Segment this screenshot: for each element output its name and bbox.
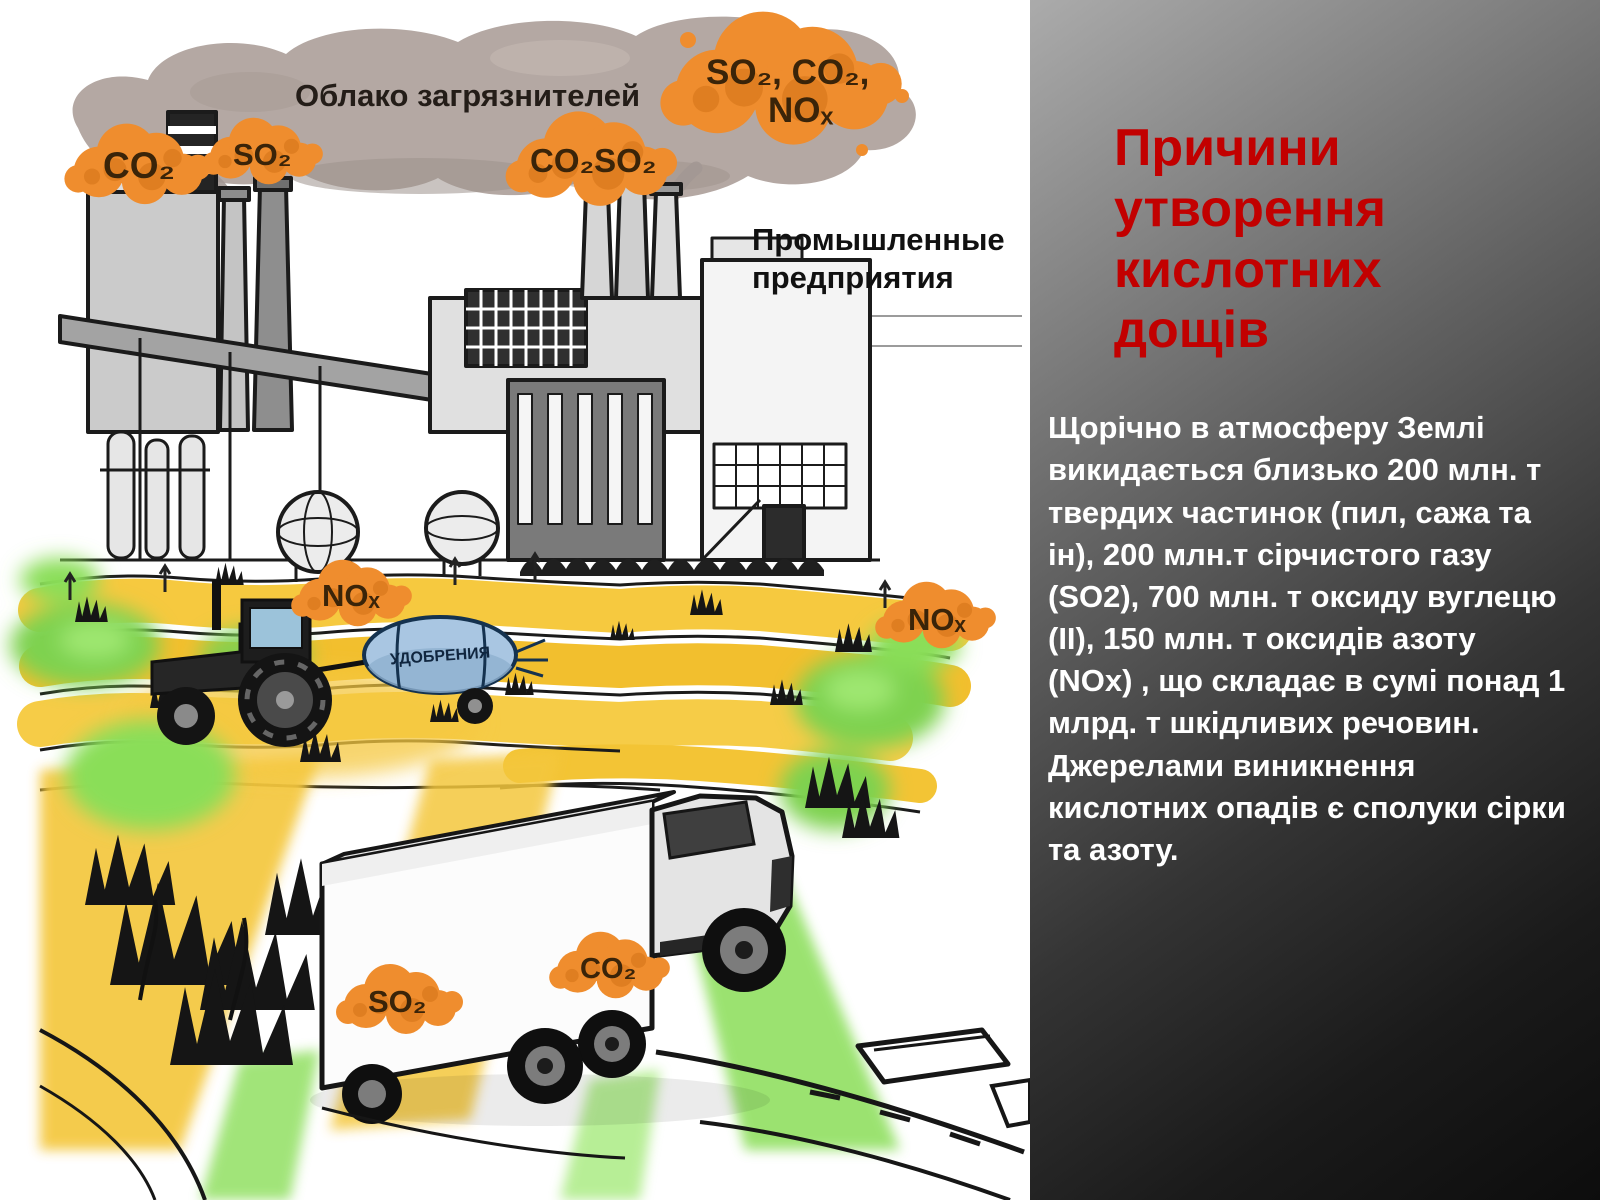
chem-label-co2-truck: CO₂ (580, 953, 636, 985)
tank-label: УДОБРЕНИЯ (389, 645, 490, 669)
chem-label-so2-left: SO₂ (233, 137, 292, 172)
industry-label-line1: Промышленные (752, 222, 1005, 257)
chem-label-nox-field-right: NOₓ (908, 602, 967, 637)
chem-label-nox-field-left: NOₓ (322, 578, 381, 613)
chem-clouds (64, 11, 996, 1034)
slide-body-text: Щорічно в атмосферу Землі викидається бл… (1048, 410, 1566, 867)
hedge-row (520, 558, 824, 576)
slide-title: Причини утворення кислотних дощів (1114, 119, 1386, 360)
chem-label-co2so2-center: CO₂SO₂ (530, 142, 657, 179)
industry-label-line2: предприятия (752, 260, 954, 295)
truck (310, 790, 795, 1126)
fertilizer-tank: УДОБРЕНИЯ (362, 615, 548, 724)
road (39, 1027, 1032, 1200)
chem-label-co2-left: CO₂ (103, 145, 175, 186)
illustration-svg: УДОБРЕНИЯ (10, 11, 1032, 1200)
chem-label-top-line2: NOₓ (768, 91, 834, 130)
pollution-illustration: УДОБРЕНИЯ (10, 11, 1032, 1200)
text-panel: Причини утворення кислотних дощів Щорічн… (1030, 0, 1600, 1200)
cloud-label: Облако загрязнителей (295, 78, 640, 113)
tractor (150, 580, 367, 747)
chem-label-top-line1: SO₂, CO₂, (706, 53, 869, 92)
illustration-labels: Облако загрязнителей Промышленные предпр… (103, 53, 1005, 1019)
chem-label-so2-truck: SO₂ (368, 984, 427, 1019)
chem-cloud-top-right (660, 11, 909, 156)
field-row-markers (63, 551, 892, 608)
